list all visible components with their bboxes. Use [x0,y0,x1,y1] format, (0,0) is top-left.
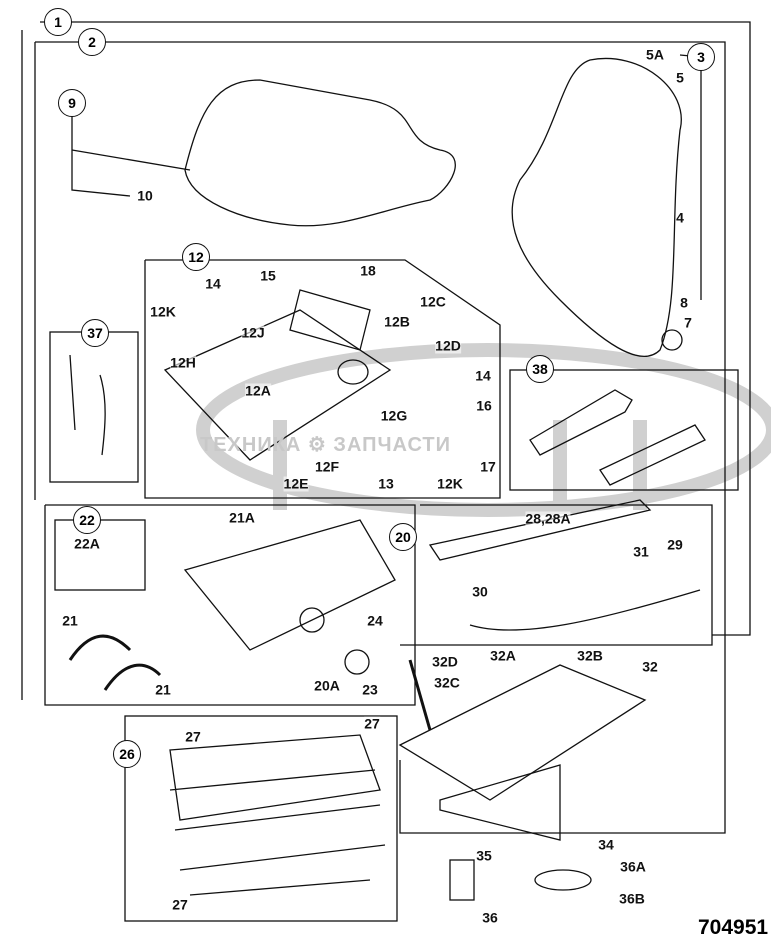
backrest [511,57,682,357]
part-label: 20A [314,677,340,694]
group-callout: 9 [58,89,86,117]
part-label: 12K [150,303,176,320]
part-label: 12F [314,458,340,475]
part-label: 12H [170,354,196,371]
frame-28 [400,504,713,646]
part-label: 24 [367,612,383,629]
group-callout: 1 [44,8,72,36]
part-label: 28,28A [525,510,571,527]
part-label: 36A [620,858,646,875]
part-label: 12C [420,293,446,310]
frame-26 [124,715,398,922]
part-label: 15 [260,267,276,284]
group-callout: 20 [389,523,417,551]
part-label: 27 [185,728,201,745]
frame-37 [49,331,139,483]
frame-38 [509,369,739,491]
part-label: 30 [472,583,488,600]
seat-cushion [184,79,456,227]
part-label: 21A [229,509,255,526]
suspension [183,519,396,651]
part-label: 4 [676,209,684,226]
part-label: 36B [619,890,645,907]
part-label: 21 [62,612,78,629]
part-label: 14 [475,367,491,384]
part-label: 34 [598,836,614,853]
watermark-logo [196,343,771,517]
part-label: 16 [476,397,492,414]
part-label: 5A [646,46,664,63]
part-label: 5 [676,69,684,86]
part-label: 27 [172,896,188,913]
frame-2 [35,41,726,834]
part-label: 21 [155,681,171,698]
group-callout: 22 [73,506,101,534]
part-label: 32D [432,653,458,670]
part-label: 23 [362,681,378,698]
group-callout: 38 [526,355,554,383]
base-plate [398,664,647,801]
frame-20 [44,504,416,706]
group-callout: 37 [81,319,109,347]
part-label: 22A [74,535,100,552]
group-callout: 2 [78,28,106,56]
part-label: 7 [684,314,692,331]
part-label: 32C [434,674,460,691]
part-label: 14 [205,275,221,292]
part-label: 29 [667,536,683,553]
frame-22 [54,519,146,591]
group-callout: 26 [113,740,141,768]
bellows [169,734,386,896]
part-label: 12A [245,382,271,399]
frame-1 [40,21,751,636]
part-label: 35 [476,847,492,864]
armrest [529,389,633,456]
group-callout: 3 [687,43,715,71]
group-callout: 12 [182,243,210,271]
part-label: 12D [435,337,461,354]
part-label: 12G [380,407,408,424]
part-label: 10 [137,187,153,204]
frame-12 [144,259,501,499]
part-label: 12B [384,313,410,330]
part-label: 27 [364,715,380,732]
part-label: 18 [360,262,376,279]
part-label: 36 [482,909,498,926]
part-label: 12J [241,324,265,341]
part-label: 13 [378,475,394,492]
part-label: 32 [642,658,658,675]
part-label: 12K [437,475,463,492]
part-label: 32A [490,647,516,664]
drawing-number: 704951 [698,916,769,939]
part-label: 31 [633,543,649,560]
armrest [599,424,706,486]
part-label: 17 [480,458,496,475]
part-label: 32B [577,647,603,664]
part-label: 8 [680,294,688,311]
part-label: 12E [283,475,309,492]
watermark-text: ТЕХНИКА ⚙ ЗАПЧАСТИ [200,434,452,456]
